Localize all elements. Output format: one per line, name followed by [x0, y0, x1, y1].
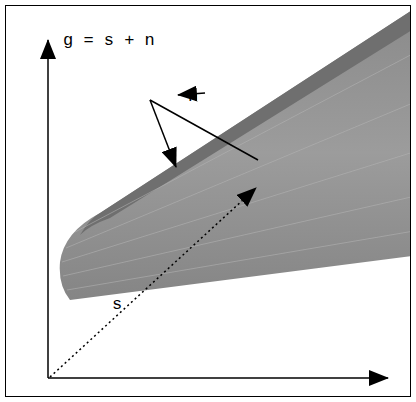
surface [60, 6, 410, 300]
equation-label: g = s + n [63, 32, 155, 49]
vector-label: s [112, 296, 122, 313]
vector-label: n [188, 88, 198, 105]
